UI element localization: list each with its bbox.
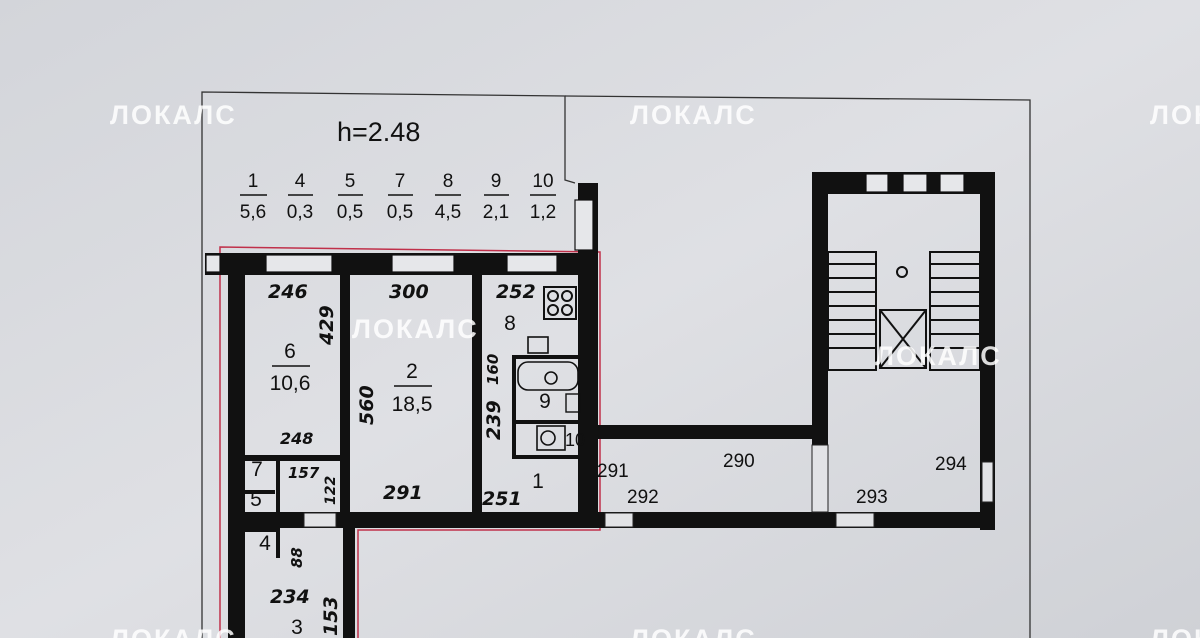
- area-table-room: 4: [295, 171, 306, 192]
- area-table-room: 9: [491, 171, 502, 192]
- staircase: [827, 251, 981, 371]
- room-8-number: 8: [504, 312, 516, 335]
- dimensions: 246 429 300 252 560 160 239 248 157 122 …: [268, 281, 536, 636]
- area-table: 1 5,6 4 0,3 5 0,5 7 0,5 8 4,5 9 2,1 10 1…: [240, 171, 556, 223]
- ceiling-height: h=2.48: [337, 117, 420, 147]
- dimension-label: 291: [597, 461, 629, 482]
- printed-dimensions: 291 292 290 293 294: [597, 451, 967, 508]
- area-table-room: 1: [248, 171, 259, 192]
- dimension-label: 88: [288, 547, 306, 568]
- watermark: ЛОКАЛС: [1150, 100, 1200, 130]
- room-2-area: 18,5: [392, 393, 433, 416]
- dimension-label: 234: [270, 586, 310, 608]
- area-table-area: 2,1: [483, 202, 509, 223]
- dimension-label: 290: [723, 451, 755, 472]
- door-openings: [303, 444, 994, 528]
- area-table-room: 10: [532, 171, 553, 192]
- watermark: ЛОКАЛС: [1150, 624, 1200, 638]
- room-1-number: 1: [532, 470, 544, 493]
- room-2-number: 2: [406, 360, 418, 383]
- frame-lines: [201, 91, 1031, 638]
- watermarks: ЛОКАЛС ЛОКАЛС ЛОКАЛС ЛОКАЛС ЛОКАЛС ЛОКАЛ…: [110, 100, 1200, 638]
- area-table-area: 5,6: [240, 202, 266, 223]
- dimension-label: 293: [856, 487, 888, 508]
- watermark: ЛОКАЛС: [630, 100, 757, 130]
- dimension-label: 300: [389, 281, 429, 303]
- dimension-label: 560: [356, 385, 378, 425]
- area-table-room: 5: [345, 171, 356, 192]
- windows: [205, 173, 965, 273]
- area-table-area: 0,3: [287, 202, 313, 223]
- room-labels: 6 10,6 2 18,5 8 9 10 1 7 5 4 3: [250, 312, 585, 638]
- watermark: ЛОКАЛС: [110, 100, 237, 130]
- room-6-number: 6: [284, 340, 296, 363]
- room-10-number: 10: [565, 430, 585, 450]
- area-table-area: 1,2: [530, 202, 556, 223]
- dimension-label: 157: [288, 464, 320, 482]
- watermark: ЛОКАЛС: [630, 624, 757, 638]
- toilet-icon: [536, 425, 566, 451]
- dimension-label: 291: [383, 482, 423, 504]
- room-7-number: 7: [251, 458, 263, 481]
- dimension-label: 252: [496, 281, 536, 303]
- watermark: ЛОКАЛС: [352, 314, 479, 344]
- sink-icon: [527, 336, 549, 354]
- room-9-number: 9: [539, 390, 551, 413]
- dimension-label: 429: [316, 305, 338, 346]
- stove-icon: [543, 286, 577, 320]
- dimension-label: 122: [323, 476, 339, 505]
- area-table-room: 7: [395, 171, 406, 192]
- dimension-label: 160: [484, 354, 502, 385]
- dimension-label: 153: [320, 596, 342, 636]
- room-4-number: 4: [259, 532, 271, 555]
- apartment-boundary: [219, 246, 601, 638]
- area-table-room: 8: [443, 171, 454, 192]
- area-table-area: 4,5: [435, 202, 461, 223]
- room-3-number: 3: [291, 616, 303, 638]
- room-6-area: 10,6: [270, 372, 311, 395]
- watermark: ЛОКАЛС: [110, 624, 237, 638]
- dimension-label: 292: [627, 487, 659, 508]
- dimension-label: 248: [280, 429, 313, 448]
- watermark: ЛОКАЛС: [875, 341, 1002, 371]
- area-table-area: 0,5: [387, 202, 413, 223]
- area-table-area: 0,5: [337, 202, 363, 223]
- dimension-label: 239: [483, 400, 505, 440]
- dimension-label: 246: [268, 281, 308, 303]
- washbasin-icon: [565, 393, 581, 413]
- dimension-label: 251: [482, 488, 522, 510]
- bathtub-icon: [517, 361, 579, 391]
- dimension-label: 294: [935, 454, 967, 475]
- room-5-number: 5: [250, 488, 262, 511]
